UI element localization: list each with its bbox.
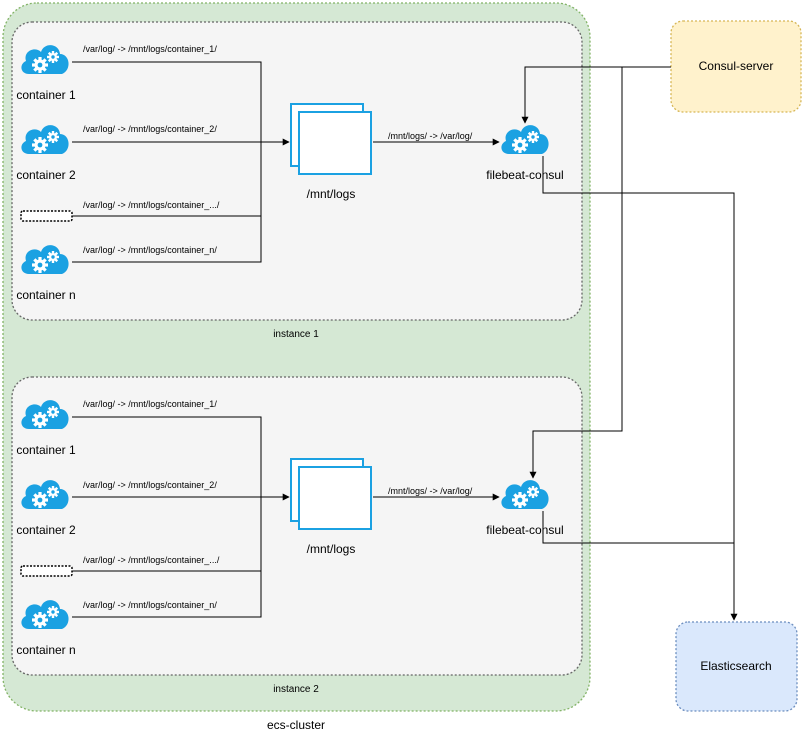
container-ellipsis-placeholder xyxy=(20,210,73,222)
filebeat-label: filebeat-consul xyxy=(486,523,563,537)
filebeat-1-to-elasticsearch-edge xyxy=(542,156,738,621)
elasticsearch-label: Elasticsearch xyxy=(700,659,771,673)
filebeat-label: filebeat-consul xyxy=(486,168,563,182)
mnt-logs-volume xyxy=(290,103,372,175)
instance-2-box xyxy=(11,376,583,676)
container-ellipsis-path-label: /var/log/ -> /mnt/logs/container_.../ xyxy=(83,200,220,210)
container-n-edge xyxy=(72,142,262,263)
instance-2-label: instance 2 xyxy=(273,684,319,695)
mnt-logs-volume-label: /mnt/logs xyxy=(307,187,356,201)
container-1-label: container 1 xyxy=(16,88,76,102)
container-n-label: container n xyxy=(16,643,75,657)
elasticsearch-box xyxy=(675,621,798,712)
container-ellipsis-placeholder xyxy=(20,565,73,577)
mount-path-label: /mnt/logs/ -> /var/log/ xyxy=(388,486,473,496)
mnt-logs-volume xyxy=(290,458,372,530)
container-2-path-label: /var/log/ -> /mnt/logs/container_2/ xyxy=(83,124,217,134)
container-ellipsis-path-label: /var/log/ -> /mnt/logs/container_.../ xyxy=(83,555,220,565)
instance-1-box xyxy=(11,21,583,321)
container-n-path-label: /var/log/ -> /mnt/logs/container_n/ xyxy=(83,245,217,255)
container-n-path-label: /var/log/ -> /mnt/logs/container_n/ xyxy=(83,600,217,610)
container-2-label: container 2 xyxy=(16,168,76,182)
container-2-label: container 2 xyxy=(16,523,76,537)
consul-server-label: Consul-server xyxy=(699,59,774,73)
container-n-edge xyxy=(72,497,262,618)
instance-1-group: instance 1 container 1 container 2 conta… xyxy=(11,21,583,340)
filebeat-2-to-elasticsearch-edge xyxy=(542,511,734,544)
instance-2-group: instance 2 container 1 container 2 conta… xyxy=(11,376,583,695)
container-1-edge xyxy=(72,61,262,142)
mnt-logs-volume-label: /mnt/logs xyxy=(307,542,356,556)
container-1-path-label: /var/log/ -> /mnt/logs/container_1/ xyxy=(83,399,217,409)
ecs-cluster-label: ecs-cluster xyxy=(267,718,325,732)
container-1-path-label: /var/log/ -> /mnt/logs/container_1/ xyxy=(83,44,217,54)
container-1-edge xyxy=(72,416,262,497)
container-2-path-label: /var/log/ -> /mnt/logs/container_2/ xyxy=(83,480,217,490)
consul-to-filebeat-2-edge xyxy=(529,67,623,479)
container-1-label: container 1 xyxy=(16,443,76,457)
instance-1-label: instance 1 xyxy=(273,329,319,340)
container-n-label: container n xyxy=(16,288,75,302)
mount-path-label: /mnt/logs/ -> /var/log/ xyxy=(388,131,473,141)
